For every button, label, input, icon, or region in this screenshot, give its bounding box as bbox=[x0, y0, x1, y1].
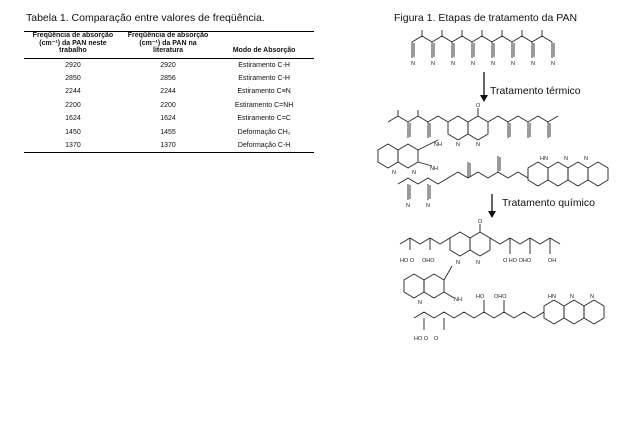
header-absorption-mode: Modo de Absorção bbox=[232, 47, 296, 54]
header-literature: Freqüência de absorção (cm⁻¹) da PAN na … bbox=[127, 32, 209, 54]
cell-this-work: 2244 bbox=[65, 88, 81, 96]
chemically-treated-structure: O HO O OHO O HO OHO OH N N N NH HO O O H… bbox=[399, 219, 605, 342]
frequency-table: Freqüência de absorção (cm⁻¹) da PAN nes… bbox=[24, 31, 314, 153]
ring-n-label: N bbox=[456, 142, 460, 148]
nitrile-n-label: N bbox=[406, 203, 410, 209]
cell-mode: Estiramento C=C bbox=[237, 115, 291, 123]
table-row: 1624 1624 Estiramento C=C bbox=[24, 112, 314, 125]
cell-this-work: 1450 bbox=[65, 128, 81, 136]
table-row: 1370 1370 Deformação C-H bbox=[24, 139, 314, 153]
nitrile-n-label: N bbox=[531, 61, 535, 67]
ketone-o-label: O bbox=[476, 103, 481, 109]
table-title: Tabela 1. Comparação entre valores de fr… bbox=[26, 12, 265, 24]
amine-nh-label: NH bbox=[430, 166, 438, 172]
ring-hn-label: HN bbox=[548, 294, 556, 300]
nitrile-n-label: N bbox=[551, 61, 555, 67]
cell-mode: Deformação C-H bbox=[237, 141, 291, 149]
carboxyl-ohoho-label: O HO OHO bbox=[503, 258, 532, 264]
header-this-work: Freqüência de absorção (cm⁻¹) da PAN nes… bbox=[32, 32, 114, 54]
cell-this-work: 2850 bbox=[65, 75, 81, 83]
carboxyl-ho-o-label: HO O bbox=[400, 258, 415, 264]
cell-mode: Estiramento C=NH bbox=[234, 101, 294, 109]
table-row: 1450 1455 Deformação CH₂ bbox=[24, 125, 314, 138]
amine-nh-label: NH bbox=[454, 297, 462, 303]
ring-n-label: N bbox=[570, 294, 574, 300]
carboxyl-ho-o-label: HO O bbox=[414, 336, 429, 342]
cell-this-work: 2200 bbox=[65, 101, 81, 109]
arrow-chemical-treatment bbox=[488, 194, 496, 218]
ring-n-label: N bbox=[418, 300, 422, 306]
amine-nh-label: NH bbox=[434, 142, 442, 148]
nitrile-n-label: N bbox=[426, 203, 430, 209]
ring-n-label: N bbox=[456, 260, 460, 266]
ring-n-label: N bbox=[584, 156, 588, 162]
table-header-row: Freqüência de absorção (cm⁻¹) da PAN nes… bbox=[24, 31, 314, 58]
ring-n-label: N bbox=[412, 170, 416, 176]
ring-n-label: N bbox=[476, 142, 480, 148]
cell-literature: 2856 bbox=[160, 75, 176, 83]
cell-this-work: 2920 bbox=[65, 61, 81, 69]
nitrile-n-label: N bbox=[451, 61, 455, 67]
carboxyl-oho-label: OHO bbox=[422, 258, 435, 264]
table-row: 2920 2920 Estiramento C-H bbox=[24, 58, 314, 72]
table-row: 2850 2856 Estiramento C-H bbox=[24, 72, 314, 85]
carboxyl-o-label: O bbox=[434, 336, 439, 342]
table-row: 2244 2244 Estiramento C≡N bbox=[24, 85, 314, 98]
chemical-treatment-label: Tratamento químico bbox=[502, 197, 595, 209]
thermally-treated-structure: O NH N N N N NH N N HN N N bbox=[377, 103, 609, 209]
ketone-o-label: O bbox=[478, 219, 483, 225]
arrow-thermal-treatment bbox=[480, 72, 488, 102]
cell-literature: 2200 bbox=[160, 101, 176, 109]
cell-literature: 1455 bbox=[160, 128, 176, 136]
cell-mode: Estiramento C≡N bbox=[237, 88, 291, 96]
ring-n-label: N bbox=[476, 260, 480, 266]
cell-literature: 2244 bbox=[160, 88, 176, 96]
cell-literature: 1370 bbox=[160, 141, 176, 149]
nitrile-n-label: N bbox=[491, 61, 495, 67]
pan-polymer-structure: N N N N N N N N bbox=[411, 30, 555, 67]
table-row: 2200 2200 Estiramento C=NH bbox=[24, 99, 314, 112]
cell-mode: Estiramento C-H bbox=[238, 61, 290, 69]
cell-this-work: 1624 bbox=[65, 115, 81, 123]
carboxyl-ho-label: HO bbox=[476, 294, 485, 300]
ring-hn-label: HN bbox=[540, 156, 548, 162]
carboxyl-oh-label: OH bbox=[548, 258, 556, 264]
cell-this-work: 1370 bbox=[65, 141, 81, 149]
figure-title: Figura 1. Etapas de tratamento da PAN bbox=[394, 12, 578, 24]
cell-mode: Deformação CH₂ bbox=[237, 128, 291, 136]
nitrile-n-label: N bbox=[431, 61, 435, 67]
cell-mode: Estiramento C-H bbox=[238, 75, 290, 83]
ring-n-label: N bbox=[392, 170, 396, 176]
cell-literature: 2920 bbox=[160, 61, 176, 69]
ring-n-label: N bbox=[590, 294, 594, 300]
nitrile-n-label: N bbox=[411, 61, 415, 67]
nitrile-n-label: N bbox=[471, 61, 475, 67]
ring-n-label: N bbox=[564, 156, 568, 162]
cell-literature: 1624 bbox=[160, 115, 176, 123]
carboxyl-oho-label: OHO bbox=[494, 294, 507, 300]
nitrile-n-label: N bbox=[511, 61, 515, 67]
thermal-treatment-label: Tratamento térmico bbox=[490, 85, 581, 97]
